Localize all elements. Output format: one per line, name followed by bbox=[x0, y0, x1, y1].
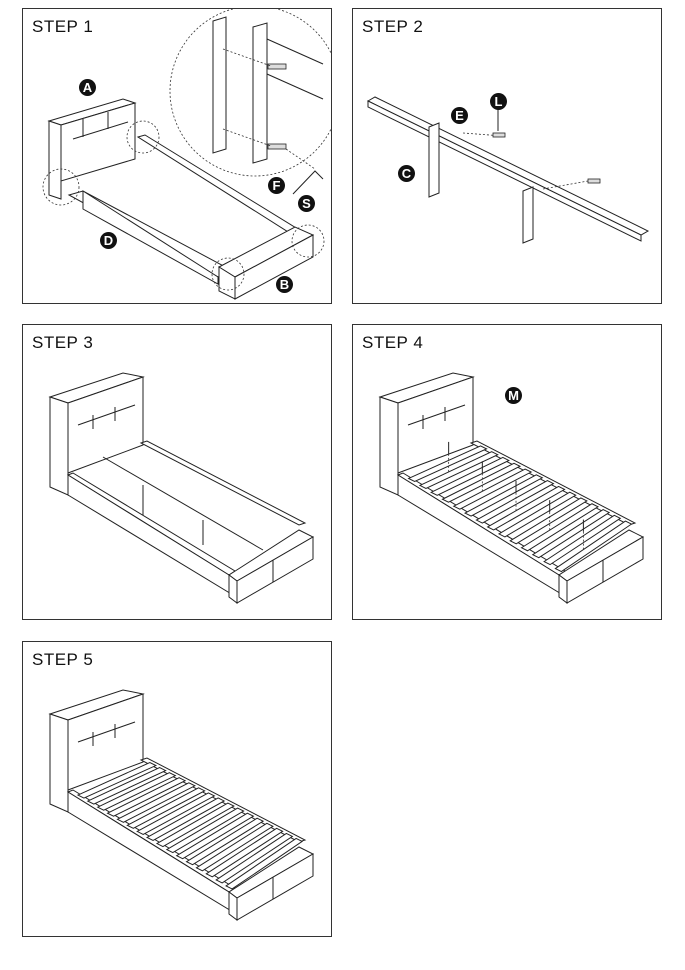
rail-end-detail bbox=[212, 16, 227, 154]
footboard-front bbox=[566, 536, 644, 604]
support-leg bbox=[522, 186, 534, 244]
slat bbox=[486, 485, 566, 531]
slat bbox=[195, 822, 274, 872]
step-4-illustration bbox=[378, 372, 645, 604]
footboard-front bbox=[236, 853, 314, 921]
headboard-side bbox=[49, 713, 69, 813]
screw-l bbox=[492, 132, 506, 138]
headboard-side bbox=[379, 396, 399, 496]
step-3-panel: STEP 3 bbox=[22, 324, 332, 620]
slat bbox=[96, 772, 177, 811]
headboard-side bbox=[49, 396, 69, 496]
step-4-panel: STEP 4 M bbox=[352, 324, 662, 620]
slat bbox=[106, 777, 187, 817]
slat bbox=[205, 827, 284, 878]
bolt-detail bbox=[267, 143, 287, 150]
part-label-c: C bbox=[398, 165, 415, 182]
step-5-illustration bbox=[48, 689, 315, 921]
slat bbox=[497, 491, 577, 538]
slat bbox=[441, 462, 522, 503]
slat bbox=[175, 812, 255, 860]
shelf-line bbox=[407, 404, 466, 426]
slat bbox=[463, 474, 544, 517]
step-5-panel: STEP 5 bbox=[22, 641, 332, 937]
step-title: STEP 3 bbox=[32, 333, 94, 352]
headboard-shelf bbox=[67, 693, 144, 791]
slat bbox=[76, 761, 158, 799]
shelf-line bbox=[77, 721, 136, 743]
step-3-illustration bbox=[48, 372, 315, 604]
screw bbox=[587, 178, 601, 184]
side-rail-face bbox=[67, 474, 234, 597]
slat bbox=[452, 468, 533, 510]
step-title: STEP 5 bbox=[32, 650, 94, 669]
side-rail bbox=[66, 472, 236, 576]
part-label-m: M bbox=[505, 387, 522, 404]
step-2-illustration bbox=[366, 96, 650, 244]
slat bbox=[116, 782, 196, 823]
part-label-d: D bbox=[100, 232, 117, 249]
slat bbox=[136, 792, 216, 835]
headboard-shelf bbox=[67, 376, 144, 474]
step-1-panel: STEP 1 A D B F S bbox=[22, 8, 332, 304]
slat bbox=[215, 832, 294, 884]
slat bbox=[145, 797, 226, 842]
slat bbox=[531, 508, 611, 559]
slat bbox=[430, 456, 510, 496]
slat bbox=[554, 520, 633, 573]
support-leg-c bbox=[428, 122, 440, 198]
center-beam bbox=[102, 456, 264, 551]
far-rail bbox=[139, 440, 307, 526]
footboard-b bbox=[234, 234, 314, 300]
part-label-b: B bbox=[276, 276, 293, 293]
shelf-line bbox=[77, 404, 136, 426]
step-title: STEP 4 bbox=[362, 333, 424, 352]
allen-key bbox=[292, 170, 324, 195]
step-2-panel: STEP 2 E L C bbox=[352, 8, 662, 304]
slat bbox=[225, 837, 304, 890]
footboard-front bbox=[236, 536, 314, 604]
slat bbox=[155, 802, 235, 848]
part-label-s: S bbox=[298, 195, 315, 212]
part-label-l: L bbox=[490, 93, 507, 110]
part-label-e: E bbox=[451, 107, 468, 124]
slat bbox=[165, 807, 245, 854]
slat bbox=[86, 767, 167, 805]
detail-zoom-circle bbox=[169, 9, 331, 177]
step-1-illustration bbox=[42, 9, 331, 300]
slat bbox=[543, 514, 622, 566]
slat bbox=[185, 817, 265, 866]
bracket-detail bbox=[252, 22, 268, 164]
slat bbox=[407, 445, 488, 483]
slat bbox=[509, 497, 588, 545]
slat bbox=[126, 787, 206, 829]
slat bbox=[418, 451, 499, 489]
bolt-detail bbox=[267, 63, 287, 70]
part-label-a: A bbox=[79, 79, 96, 96]
step-title: STEP 2 bbox=[362, 17, 424, 36]
step-title: STEP 1 bbox=[32, 17, 94, 36]
headboard-shelf bbox=[397, 376, 474, 474]
part-label-f: F bbox=[268, 177, 285, 194]
slat bbox=[520, 503, 600, 552]
slat bbox=[475, 480, 555, 524]
